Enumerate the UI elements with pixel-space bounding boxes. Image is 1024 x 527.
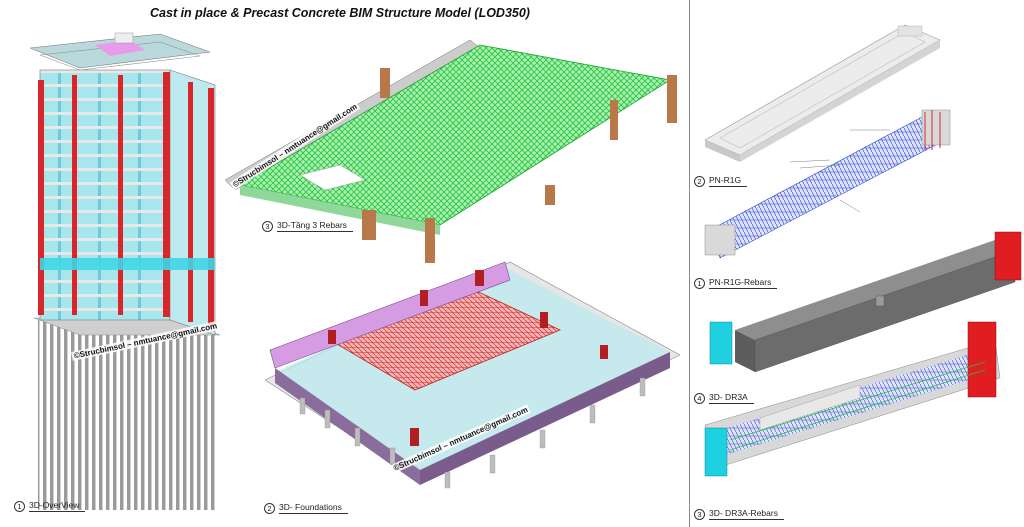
view-number: 2 [264,502,275,514]
view-label-pn-r1g: 2 PN-R1G [694,175,748,187]
view-label-dr3a-rebars: 3 3D- DR3A-Rebars [694,508,784,520]
view-name: 3D- DR3A-Rebars [709,508,784,520]
beam-dr3a-model [709,231,1022,373]
tower-overview-model [29,32,221,510]
foundations-model [264,261,681,489]
view-number: 4 [694,392,705,404]
panel-pn-r1g-model [704,24,941,162]
view-name: 3D-OverView [29,500,86,512]
view-number: 3 [694,508,705,520]
view-name: PN-R1G [709,175,748,187]
view-number: 1 [14,500,25,512]
view-name: 3D-Tầng 3 Rebars [277,220,353,232]
beam-dr3a-rebar-model [704,321,1001,477]
panel-pn-r1g-rebar-model [704,109,951,259]
view-label-overview: 1 3D-OverView [14,500,86,512]
view-label-pn-r1g-rebars: 1 PN-R1G-Rebars [694,277,778,289]
view-name: 3D- DR3A [709,392,754,404]
view-number: 3 [262,220,273,232]
view-name: PN-R1G-Rebars [709,277,778,289]
view-label-dr3a: 4 3D- DR3A [694,392,754,404]
view-number: 1 [694,277,705,289]
view-number: 2 [694,175,705,187]
view-name: 3D- Foundations [279,502,348,514]
view-label-foundations: 2 3D- Foundations [264,502,348,514]
view-label-level3-rebars: 3 3D-Tầng 3 Rebars [262,220,353,232]
sheet-title: Cast in place & Precast Concrete BIM Str… [150,6,530,20]
sheet-divider [689,0,690,527]
